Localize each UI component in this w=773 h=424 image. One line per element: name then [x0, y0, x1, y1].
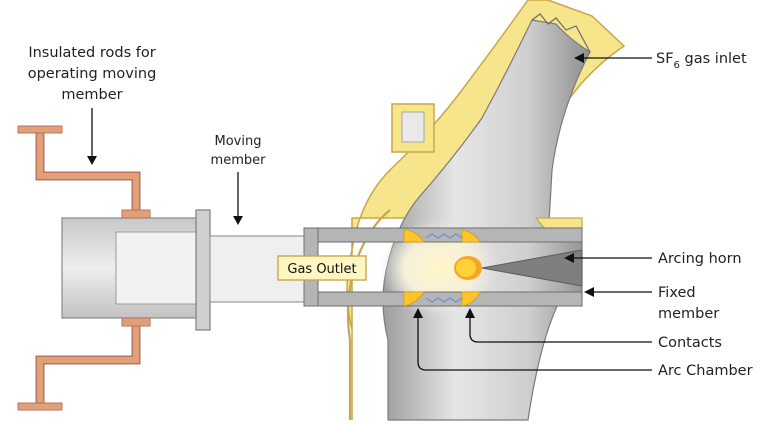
sf6-prefix: SF	[656, 51, 674, 67]
insulated-rods-line-1: Insulated rods for	[28, 45, 155, 61]
fixed-member	[454, 249, 583, 287]
arcing-horn	[481, 249, 583, 287]
cylinder-flange	[195, 209, 211, 331]
insulated-rods-line-3: member	[61, 87, 122, 103]
arc-sparks	[425, 233, 463, 303]
arc-chamber-body	[346, 0, 626, 421]
moving-tube-bottom	[303, 291, 583, 307]
cylinder-face	[115, 231, 203, 305]
gas-inlet-opening	[531, 13, 591, 53]
arcing-horn-label: Arcing horn	[658, 251, 742, 267]
label-sf6-inlet: SF6 gas inlet	[574, 51, 747, 71]
fixed-member-line-1: Fixed	[658, 285, 696, 301]
arc-flame	[456, 259, 476, 277]
label-arcing-horn: Arcing horn	[564, 251, 742, 267]
sf6-subscript: 6	[674, 60, 680, 71]
sf6-suffix: gas inlet	[680, 51, 747, 67]
label-insulated-rods: Insulated rods for operating moving memb…	[28, 45, 157, 165]
moving-member-line-1: Moving	[215, 134, 262, 149]
label-arc-chamber: Arc Chamber	[413, 308, 753, 379]
contacts	[403, 229, 481, 307]
insulated-rods-line-2: operating moving	[28, 66, 157, 82]
moving-member-line-2: member	[211, 153, 267, 168]
chamber-flange-inner	[401, 111, 425, 143]
gas-outlet-label: Gas Outlet	[287, 262, 356, 277]
contacts-label: Contacts	[658, 335, 722, 351]
label-moving-member: Moving member	[211, 134, 267, 225]
label-fixed-member: Fixed member	[584, 285, 719, 322]
gas-outlet-box	[277, 255, 367, 281]
label-contacts: Contacts	[465, 308, 722, 351]
svg-text:SF6 gas inlet: SF6 gas inlet	[656, 51, 747, 71]
fixed-member-line-2: member	[658, 306, 719, 322]
arc-chamber-label: Arc Chamber	[658, 363, 753, 379]
insulated-rods	[17, 125, 151, 411]
